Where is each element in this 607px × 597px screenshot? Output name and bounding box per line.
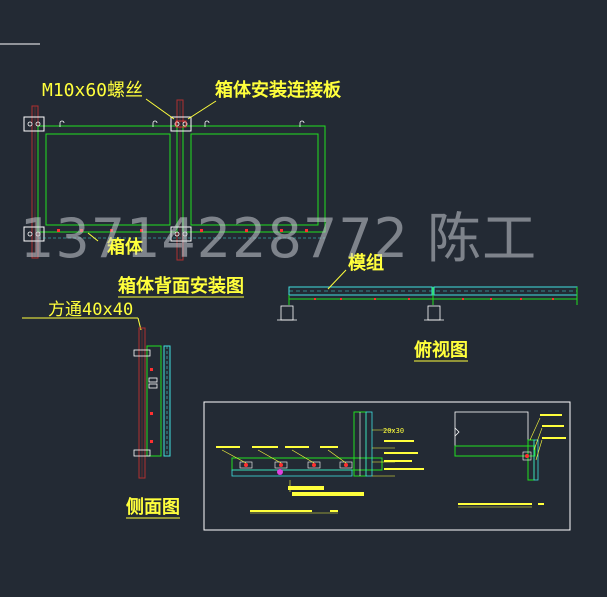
- box-frame-right-inner: [190, 133, 319, 226]
- box-frame-right-outer: [182, 125, 326, 233]
- label-module: 模组: [348, 252, 384, 274]
- bottom-red-markers: [57, 229, 308, 232]
- detail-panel-border: [203, 401, 571, 531]
- detail-corner-callouts: [216, 440, 424, 512]
- side-connectors: [133, 349, 158, 457]
- top-hooks: [59, 120, 305, 127]
- connection-plate-bottom-left: [23, 226, 45, 242]
- leader-lines-back-view: [87, 98, 217, 242]
- box-frame-left-inner: [45, 133, 171, 226]
- side-red-markers: [150, 368, 153, 443]
- detail-top-joint: [454, 411, 566, 508]
- label-box: 箱体: [107, 236, 144, 258]
- connection-plate-bottom-mid: [170, 226, 192, 242]
- title-side-view: 侧面图: [126, 497, 180, 518]
- label-connection-plate: 箱体安装连接板: [215, 79, 342, 101]
- side-view-drawing: [22, 317, 180, 519]
- detail-dim-20x30: 20x30: [383, 427, 404, 435]
- watermark-phone: 13714228772 陈工: [20, 207, 537, 270]
- connection-plate-top-left: [23, 116, 45, 132]
- top-view-brackets: [277, 305, 444, 321]
- label-bolt: M10x60螺丝: [42, 80, 143, 101]
- leader-module: [327, 269, 347, 290]
- title-back-view: 箱体背面安装图: [118, 275, 244, 297]
- box-frame-left-outer: [37, 125, 178, 233]
- connection-plate-top-mid: [170, 116, 192, 132]
- detail-panel: 20x30: [203, 401, 571, 531]
- detail-corner-joint: [216, 411, 424, 514]
- title-top-view: 俯视图: [414, 339, 468, 361]
- top-view-red-dots: [314, 298, 554, 300]
- back-view-drawing: [23, 98, 326, 298]
- label-square-tube: 方通40x40: [48, 300, 133, 320]
- top-view-drawing: [277, 269, 578, 362]
- side-box-profile: [146, 345, 162, 457]
